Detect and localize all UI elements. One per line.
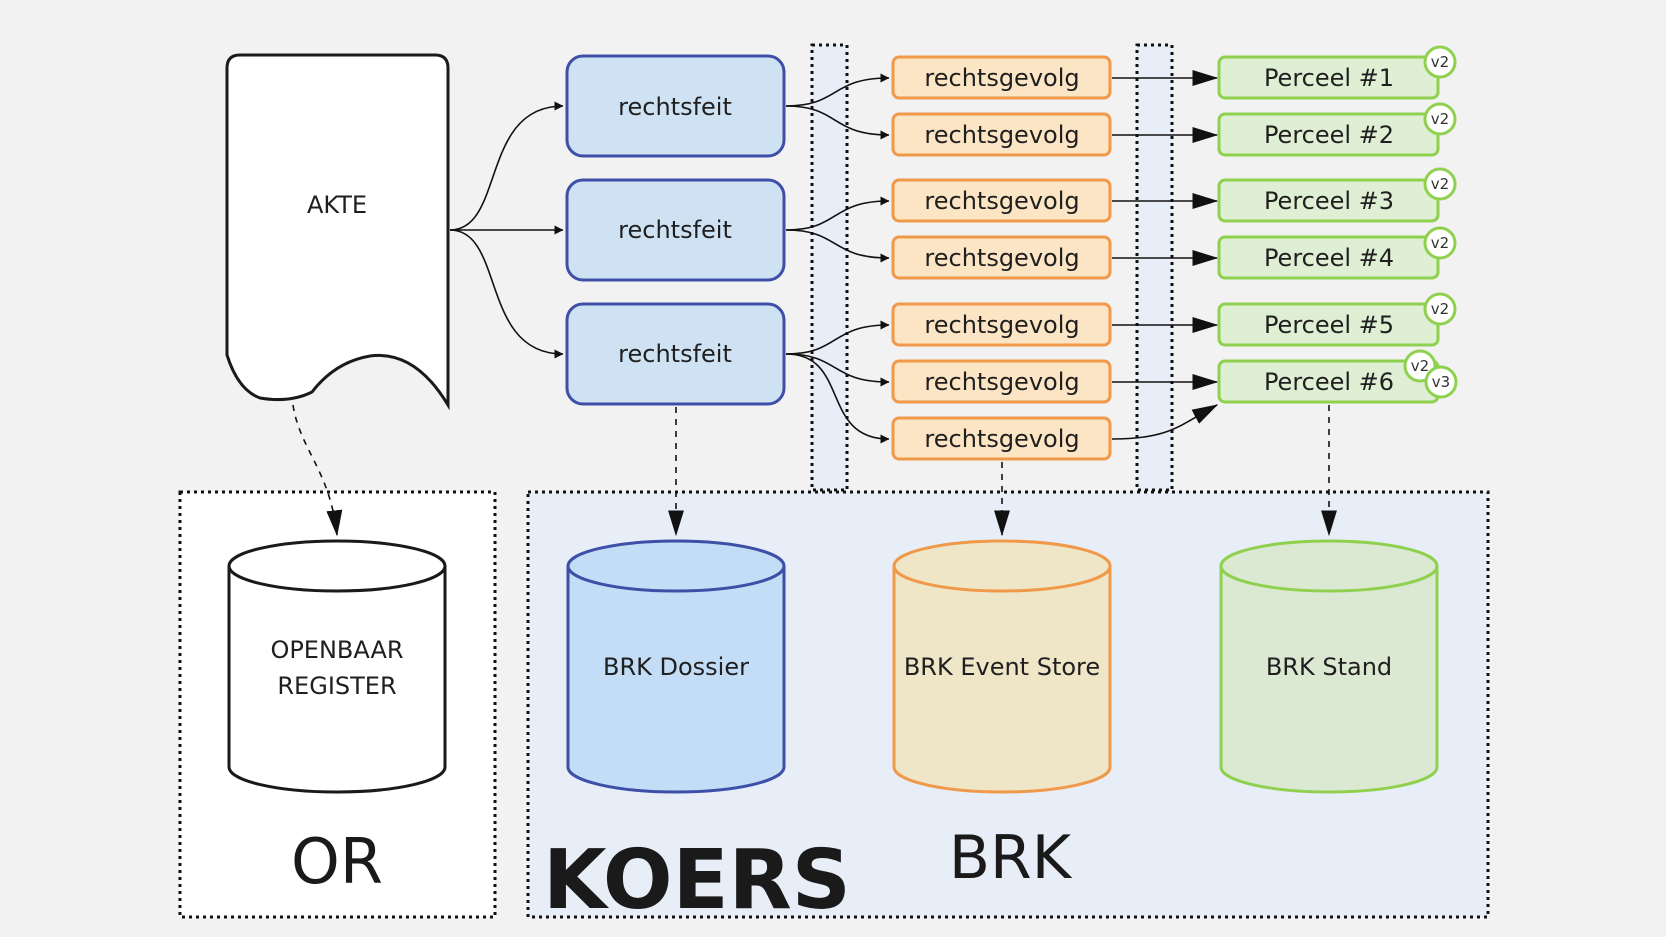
edge-rg7-p6 [1111,404,1219,440]
boundary-left [810,43,849,492]
edge-akte-rf3 [449,229,564,359]
akte-label: AKTE [307,191,367,219]
version-badge [1424,365,1458,399]
rechtsgevolg-1-label: rechtsgevolg [924,64,1079,92]
brk-event-store-label: BRK Event Store [904,653,1100,681]
rechtsfeit-2: rechtsfeit [565,178,786,282]
perceel-6: Perceel #6 v2 v3 [1217,349,1458,404]
rechtsgevolg-7: rechtsgevolg [891,416,1112,461]
perceel-5: Perceel #5 v2 [1217,292,1457,347]
akte-document [225,53,450,411]
brk-label: BRK [949,823,1073,893]
brk-stand-label: BRK Stand [1266,653,1392,681]
or-label: OR [291,825,383,898]
rechtsgevolg-4-label: rechtsgevolg [924,244,1079,272]
perceel-1-label: Perceel #1 [1264,64,1394,92]
version-badge-label: v2 [1431,234,1449,252]
version-badge-label: v3 [1432,373,1450,391]
version-badge-label: v2 [1431,300,1449,318]
rechtsgevolg-3: rechtsgevolg [891,178,1112,223]
edge-rf2-rg4 [785,229,890,263]
edge-rf3-rg6 [785,353,890,387]
openbaar-register-line1: OPENBAAR [270,636,403,664]
edge-akte-rf1 [449,101,564,231]
rechtsfeit-3-label: rechtsfeit [618,340,732,368]
boundary-right [1135,43,1174,492]
edge-rf3-rg7 [785,353,890,444]
brk-stand-cylinder: BRK Stand [1219,539,1439,794]
version-badge-label: v2 [1411,357,1429,375]
version-badge [1423,45,1457,79]
edge-rf1-rg2 [785,105,890,140]
rechtsfeit-3: rechtsfeit [565,302,786,406]
rechtsfeit-1-label: rechtsfeit [618,93,732,121]
version-badge-label: v2 [1431,53,1449,71]
edge-rf3-rg5 [785,320,890,355]
brk-dossier-label: BRK Dossier [603,653,749,681]
rechtsfeit-2-label: rechtsfeit [618,216,732,244]
rechtsgevolg-2: rechtsgevolg [891,112,1112,157]
rechtsgevolg-5-label: rechtsgevolg [924,311,1079,339]
rechtsgevolg-3-label: rechtsgevolg [924,187,1079,215]
perceel-2: Perceel #2 v2 [1217,102,1457,157]
perceel-3-label: Perceel #3 [1264,187,1394,215]
rechtsfeit-1: rechtsfeit [565,54,786,158]
openbaar-register-line2: REGISTER [277,672,396,700]
rechtsgevolg-7-label: rechtsgevolg [924,425,1079,453]
version-badge-label: v2 [1431,110,1449,128]
version-badge [1423,167,1457,201]
version-badge [1423,226,1457,260]
perceel-3: Perceel #3 v2 [1217,167,1457,223]
brk-event-store-cylinder: BRK Event Store [892,539,1112,794]
perceel-6-label: Perceel #6 [1264,368,1394,396]
version-badge [1423,292,1457,326]
perceel-1: Perceel #1 v2 [1217,45,1457,100]
perceel-4-label: Perceel #4 [1264,244,1394,272]
koers-label: KOERS [543,833,851,928]
rechtsgevolg-6: rechtsgevolg [891,359,1112,404]
version-badge [1423,102,1457,136]
perceel-4: Perceel #4 v2 [1217,226,1457,280]
rechtsgevolg-2-label: rechtsgevolg [924,121,1079,149]
rechtsgevolg-4: rechtsgevolg [891,235,1112,280]
edge-rf2-rg3 [785,196,890,231]
version-badge-label: v2 [1431,175,1449,193]
edge-rf1-rg1 [785,73,890,107]
rechtsgevolg-5: rechtsgevolg [891,302,1112,347]
brk-dossier-cylinder: BRK Dossier [566,539,786,794]
openbaar-register-cylinder: OPENBAAR REGISTER [227,539,447,794]
rechtsgevolg-6-label: rechtsgevolg [924,368,1079,396]
rechtsgevolg-1: rechtsgevolg [891,55,1112,100]
perceel-2-label: Perceel #2 [1264,121,1394,149]
edge-akte-register [292,404,343,537]
perceel-5-label: Perceel #5 [1264,311,1394,339]
